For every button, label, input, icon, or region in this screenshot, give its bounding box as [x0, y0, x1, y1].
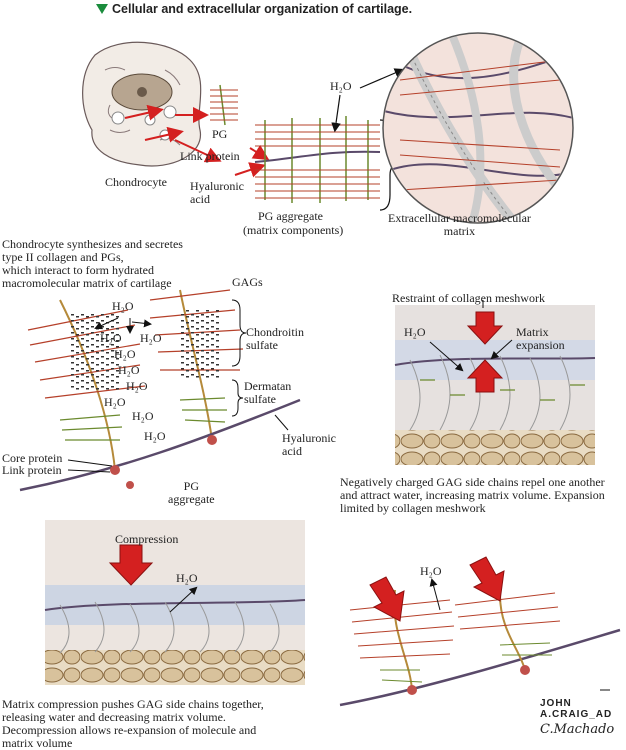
label-core-protein: Core protein [2, 451, 63, 465]
h2o-mid-5: H₂O [118, 363, 140, 377]
caption-synthesis: Chondrocyte synthesizes and secretes typ… [2, 237, 183, 290]
label-matrix-expansion: Matrix expansion [516, 325, 565, 352]
label-pg-aggregate-mid: PG aggregate [168, 479, 215, 506]
label-h2o-compression: H₂O [176, 571, 198, 585]
caption-compression: Matrix compression pushes GAG side chain… [2, 697, 264, 750]
compression-panel [44, 520, 306, 685]
label-pg: PG [212, 127, 228, 141]
bottom-right-arrow-icon [469, 556, 505, 602]
label-chondroitin-sulfate: Chondroitin sulfate [246, 325, 305, 352]
label-pg-aggregate-top: PG aggregate [258, 209, 323, 223]
extracellular-matrix-circle [382, 32, 574, 224]
pg-molecule [210, 84, 238, 126]
label-matrix-components: (matrix components) [243, 223, 344, 237]
proteoglycan-diagram [19, 289, 301, 492]
secretion-arrows [124, 104, 270, 178]
label-hyaluronic-acid-mid: Hyaluronic acid [282, 431, 336, 458]
label-restraint: Restraint of collagen meshwork [392, 291, 545, 305]
h2o-mid-3: H₂O [140, 331, 162, 345]
figure-title: Cellular and extracellular organization … [112, 2, 413, 16]
label-link-protein-mid: Link protein [2, 463, 62, 477]
label-h2o-bottom: H₂O [420, 564, 442, 578]
h2o-mid-7: H₂O [104, 395, 126, 409]
h2o-mid-6: H₂O [126, 379, 148, 393]
restraint-arrow-icon [466, 311, 504, 345]
title-triangle-icon [96, 4, 108, 14]
compression-arrow-icon [108, 544, 154, 586]
label-h2o-right: H₂O [404, 325, 426, 339]
h2o-mid-8: H₂O [132, 409, 154, 423]
h2o-mid-4: H₂O [114, 347, 136, 361]
label-dermatan-sulfate: Dermatan sulfate [244, 379, 292, 406]
signature-machado: C.Machado [540, 722, 615, 737]
label-extracellular-matrix: Extracellular macromolecular matrix [388, 211, 531, 238]
h2o-mid-2: H₂O [100, 331, 122, 345]
chondrocyte-cell [82, 41, 202, 167]
label-chondrocyte: Chondrocyte [105, 175, 167, 189]
label-compression: Compression [115, 532, 179, 546]
label-hyaluronic-acid-top: Hyaluronic acid [190, 179, 244, 206]
label-h2o-top: H₂O [330, 79, 352, 93]
caption-negative-charge: Negatively charged GAG side chains repel… [340, 475, 605, 515]
pg-aggregate-top [254, 116, 381, 203]
label-gags: GAGs [232, 275, 263, 289]
h2o-mid-9: H₂O [144, 429, 166, 443]
label-link-protein: Link protein [180, 149, 240, 163]
h2o-mid-1: H₂O [112, 299, 134, 313]
bottom-left-arrow-icon [369, 576, 405, 622]
signature-craig: JOHN A.CRAIG_AD [540, 698, 613, 720]
expansion-arrow-icon [466, 359, 504, 393]
